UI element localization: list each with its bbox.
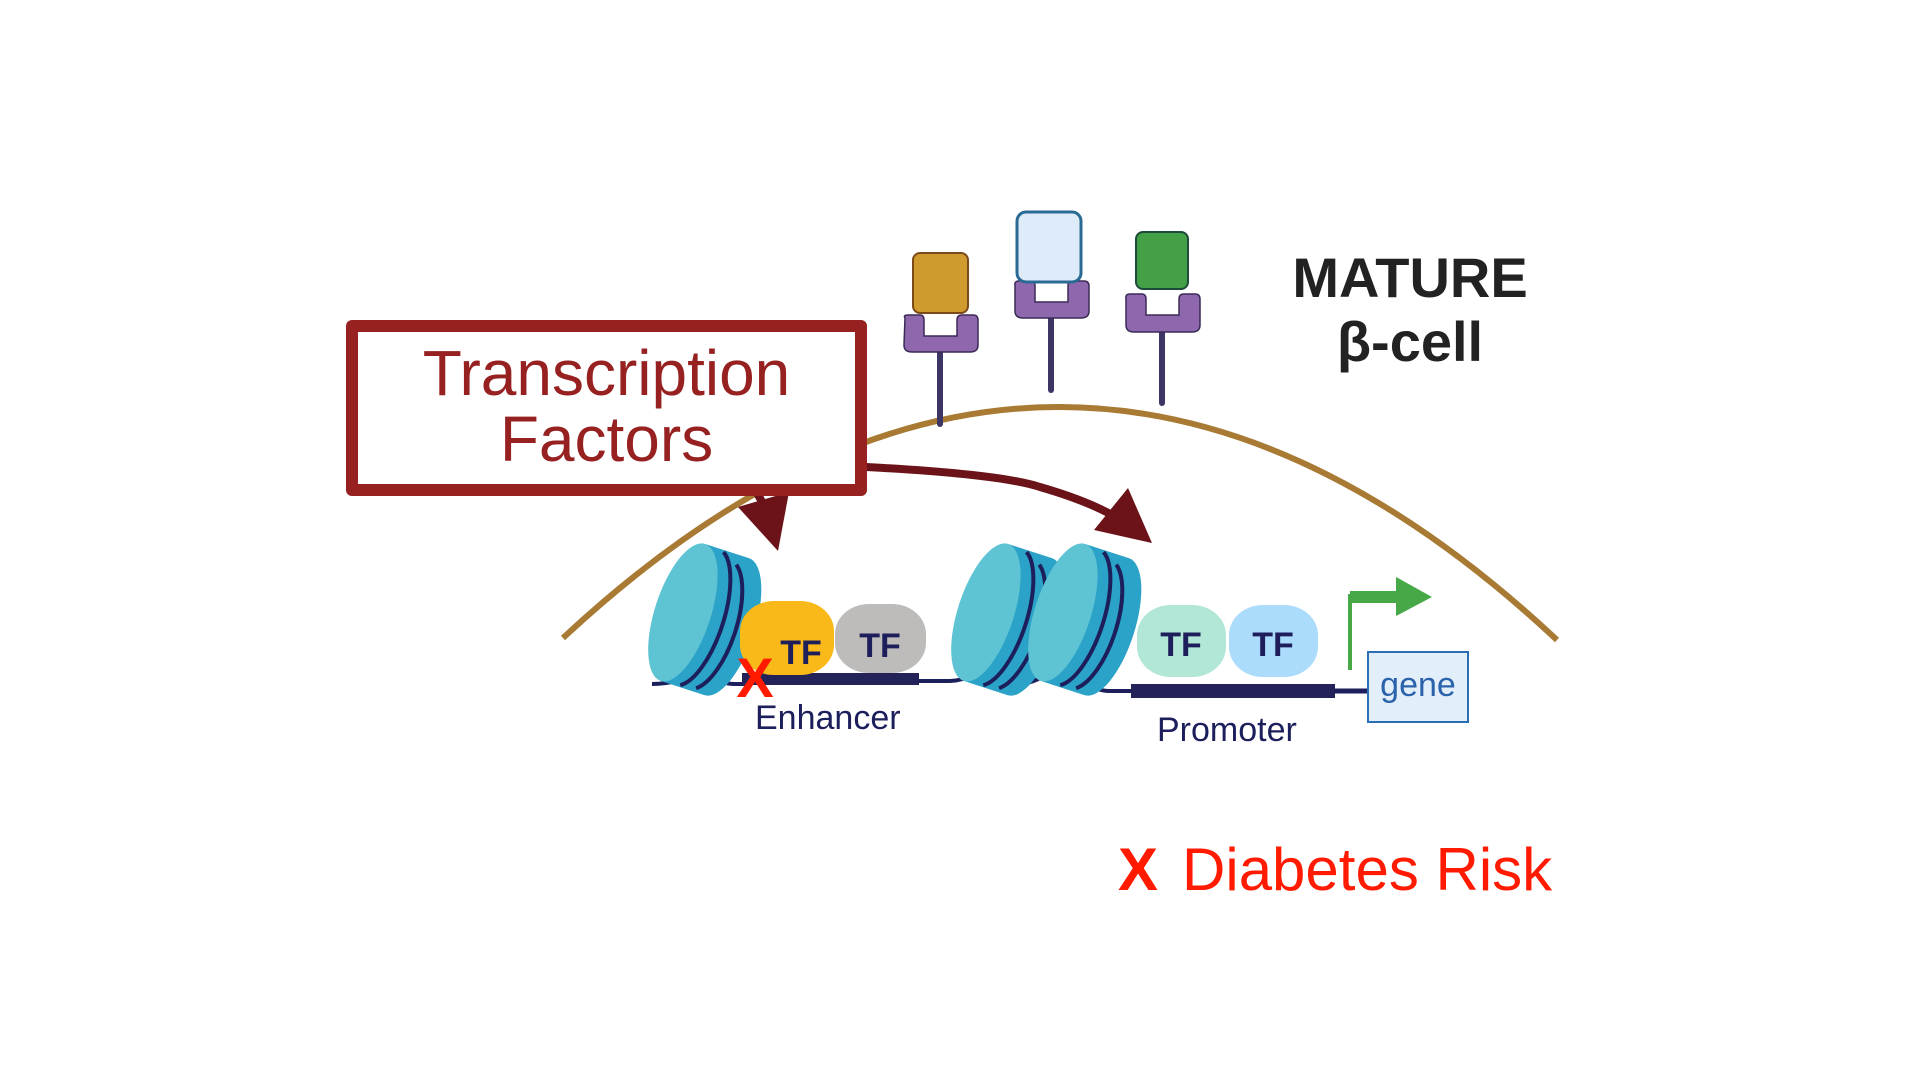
ligand-green <box>1135 231 1189 290</box>
receptor-cup <box>1014 280 1090 319</box>
diabetes-risk-legend: X Diabetes Risk <box>1118 838 1552 902</box>
promoter-segment <box>1131 684 1335 698</box>
enhancer-label: Enhancer <box>755 699 901 737</box>
tf-label: TF <box>1252 626 1294 664</box>
tf-label: TF <box>1160 626 1202 664</box>
tf-label: TF <box>859 627 901 665</box>
arrowhead <box>1094 488 1152 543</box>
callout-line-1: Transcription <box>422 337 791 409</box>
risk-x-marker: X <box>1118 836 1159 903</box>
dna-wrap <box>1075 563 1125 691</box>
nucleosome-face <box>1028 543 1098 682</box>
receptor-cup <box>1125 293 1201 333</box>
enhancer-segment <box>742 673 919 685</box>
cell-title: MATURE β-cell <box>1270 246 1550 374</box>
cell-title-line-2: β-cell <box>1336 310 1484 373</box>
callout-line-2: Factors <box>499 403 714 475</box>
receptor-2 <box>1014 210 1090 393</box>
dna-wrap <box>982 550 1036 688</box>
tf-shape <box>1137 605 1226 677</box>
dna-wrap <box>695 563 745 691</box>
arrowhead <box>738 492 789 551</box>
variant-x-marker: X <box>736 646 773 709</box>
risk-label: Diabetes Risk <box>1182 836 1553 903</box>
dna-wrap <box>679 550 733 688</box>
promoter-tf-light-blue: TF <box>1229 605 1318 677</box>
nucleosome-face <box>951 543 1021 682</box>
arrow-shaft <box>865 463 1114 519</box>
enhancer-tf-grey: TF <box>835 604 926 673</box>
tf-label: TF <box>780 634 822 672</box>
receptor-1 <box>903 252 979 427</box>
transcription-start-arrow <box>1348 577 1432 670</box>
tf-shape <box>1229 605 1318 677</box>
tf-shape <box>835 604 926 673</box>
nucleosome-3 <box>1028 543 1142 696</box>
cell-title-line-1: MATURE <box>1292 246 1528 309</box>
nucleosome-face <box>648 543 718 682</box>
receptor-3 <box>1125 231 1201 406</box>
promoter-tf-mint: TF <box>1137 605 1226 677</box>
tf-shape <box>740 601 834 675</box>
ligand-orange <box>912 252 969 314</box>
receptor-cup <box>903 314 979 353</box>
transcription-factors-callout: Transcription Factors <box>346 320 867 496</box>
cell-membrane <box>560 404 1560 643</box>
nucleosome-1 <box>648 543 762 696</box>
dna-wrap <box>1059 550 1113 688</box>
callout-text: Transcription Factors <box>358 340 855 472</box>
ligand-light-blue <box>1015 210 1083 284</box>
enhancer-tf-yellow: TF <box>740 601 834 675</box>
gene-box: gene <box>1367 651 1469 723</box>
promoter-label: Promoter <box>1157 711 1297 749</box>
arrow-to-promoter <box>865 463 1152 543</box>
tss-arrow-bar <box>1350 591 1402 603</box>
tss-arrowhead <box>1396 577 1432 616</box>
